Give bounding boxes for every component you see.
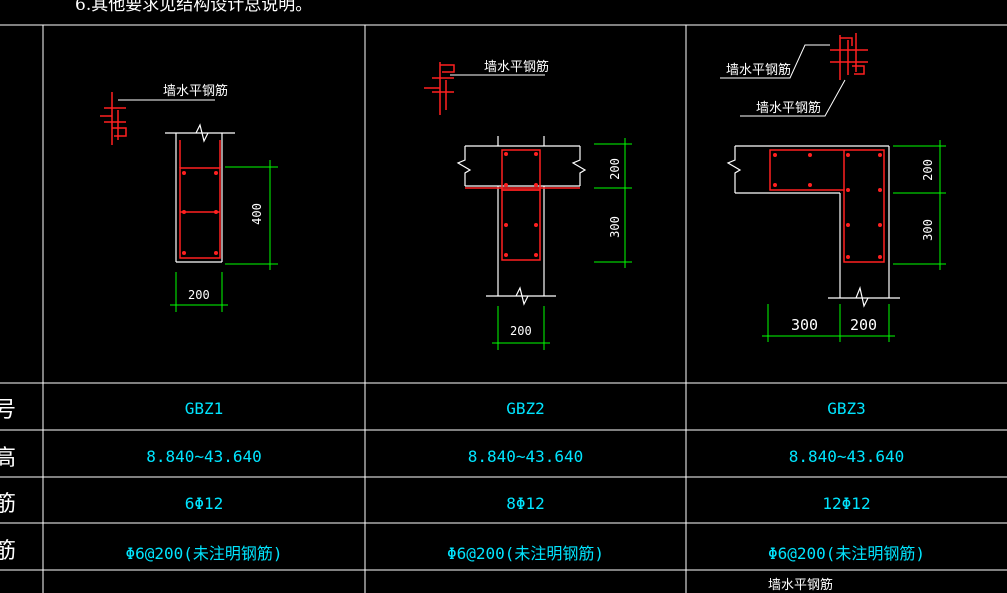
gbz2-elevation: 8.840~43.640 xyxy=(467,447,584,466)
gbz3-rebar-symbol xyxy=(830,33,868,80)
gbz1-name: GBZ1 xyxy=(184,399,224,418)
table-grid xyxy=(0,24,1007,593)
gbz3-stirrup: Φ6@200(未注明钢筋) xyxy=(767,544,926,563)
row-header-name: 号 xyxy=(0,398,17,423)
gbz2-top-dim: 200 xyxy=(607,158,622,180)
gbz2-stirrup: Φ6@200(未注明钢筋) xyxy=(446,544,605,563)
row-header-elevation: 高 xyxy=(0,446,17,471)
row-header-stirrup: 筋 xyxy=(0,539,17,564)
gbz1-section xyxy=(100,92,278,312)
gbz1-stirrup: Φ6@200(未注明钢筋) xyxy=(125,544,283,563)
gbz2-rebar: 8Φ12 xyxy=(506,494,545,513)
gbz2-width-dim: 200 xyxy=(510,324,532,338)
gbz3-width-dim-2: 200 xyxy=(850,316,878,334)
gbz1-width-dim: 200 xyxy=(188,288,210,302)
gbz2-name: GBZ2 xyxy=(506,399,545,418)
gbz3-name: GBZ3 xyxy=(827,399,866,418)
row-header-rebar: 筋 xyxy=(0,492,17,517)
next-row-wall-rebar-label: 墙水平钢筋 xyxy=(768,578,834,593)
gbz2-mid-dim: 300 xyxy=(607,216,622,238)
gbz3-top-dim: 200 xyxy=(920,159,935,181)
gbz2-rebar-symbol xyxy=(424,62,455,115)
gbz3-rebar: 12Φ12 xyxy=(822,494,871,513)
gbz2-section xyxy=(424,62,632,350)
gbz3-section xyxy=(720,33,946,342)
gbz2-wall-rebar-label: 墙水平钢筋 xyxy=(484,60,550,75)
gbz1-height-dim: 400 xyxy=(249,203,264,225)
gbz1-wall-rebar-label: 墙水平钢筋 xyxy=(163,84,229,99)
drawing-note-title: 6.其他要求见结构设计总说明。 xyxy=(75,0,313,15)
gbz1-elevation: 8.840~43.640 xyxy=(146,447,262,466)
gbz3-mid-dim: 300 xyxy=(920,219,935,241)
gbz1-rebar-symbol xyxy=(100,92,127,145)
gbz3-width-dim-1: 300 xyxy=(791,316,819,334)
gbz3-wall-rebar-label-1: 墙水平钢筋 xyxy=(726,63,792,78)
gbz3-wall-rebar-label-2: 墙水平钢筋 xyxy=(756,101,822,116)
gbz1-rebar: 6Φ12 xyxy=(184,494,224,513)
gbz3-elevation: 8.840~43.640 xyxy=(788,447,905,466)
